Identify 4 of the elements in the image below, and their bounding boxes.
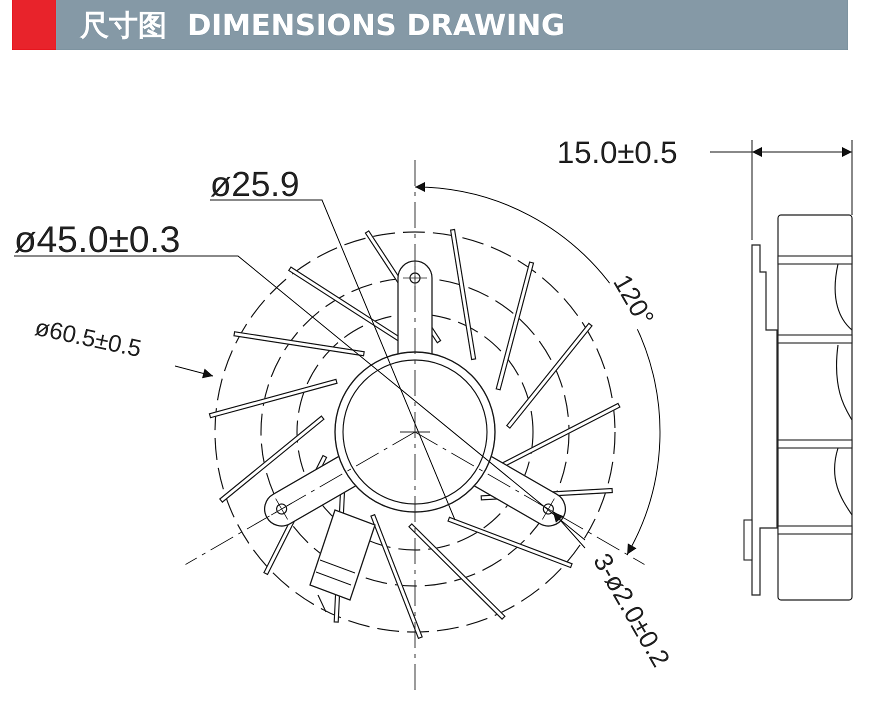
dimension-label: ø45.0±0.3 <box>14 221 180 258</box>
dimension-label: ø25.9 <box>210 167 300 202</box>
dimension-label: 15.0±0.5 <box>557 137 678 168</box>
title-text: 尺寸图 DIMENSIONS DRAWING <box>80 8 565 42</box>
